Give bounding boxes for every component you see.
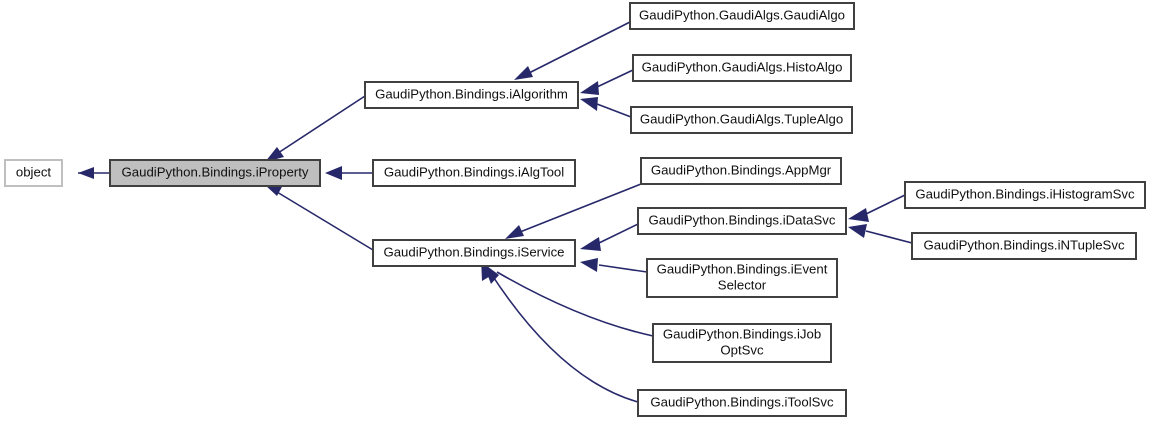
edge-line [489,271,639,403]
arrowhead-icon [580,237,601,251]
class-node-box[interactable] [630,106,853,134]
edge-line [596,103,632,118]
class-node-label: GaudiPython.Bindings.iProperty [122,164,309,179]
class-node-ihistogramsvc[interactable]: GaudiPython.Bindings.iHistogramSvc [904,181,1146,209]
class-node-box[interactable] [637,389,847,417]
edge-line [519,183,642,233]
arrowhead-icon [848,224,867,238]
arrowhead-icon [265,147,284,162]
class-node-box[interactable] [904,181,1146,209]
class-node-box[interactable] [646,258,838,298]
class-node-label: GaudiPython.Bindings.AppMgr [651,162,832,177]
class-node-tuplealgo[interactable]: GaudiPython.GaudiAlgs.TupleAlgo [630,106,853,134]
arrowhead-icon [325,166,342,180]
inheritance-edge [580,69,634,95]
class-node-box[interactable] [629,2,855,30]
class-node-iproperty[interactable]: GaudiPython.Bindings.iProperty [109,159,321,187]
class-node-histoalgo[interactable]: GaudiPython.GaudiAlgs.HistoAlgo [632,54,852,82]
inheritance-edge [514,21,631,80]
arrowhead-icon [78,167,94,179]
class-node-intuplesvc[interactable]: GaudiPython.Bindings.iNTupleSvc [911,232,1137,260]
inheritance-edge [848,194,906,222]
class-node-label: GaudiPython.Bindings.iAlgorithm [375,86,568,101]
inheritance-edge [580,258,648,273]
class-node-ialgorithm[interactable]: GaudiPython.Bindings.iAlgorithm [364,81,579,109]
class-node-label: GaudiPython.Bindings.iToolSvc [650,394,834,409]
edge-line [598,223,639,244]
edge-line [496,271,654,337]
arrowhead-icon [505,225,524,239]
class-node-label: GaudiPython.Bindings.iDataSvc [649,212,836,227]
class-node-label: GaudiPython.Bindings.iNTupleSvc [923,237,1125,252]
inheritance-edge [325,166,373,180]
class-node-box[interactable] [372,159,576,187]
class-node-box[interactable] [637,207,847,235]
edge-line [598,264,648,273]
arrowhead-icon [580,258,598,272]
inheritance-edge [505,183,642,239]
class-node-box[interactable] [109,159,321,187]
class-node-object[interactable]: object [4,159,63,187]
inheritance-edge [265,95,366,162]
class-node-label: OptSvc [720,342,764,357]
class-node-box[interactable] [911,232,1137,260]
arrowhead-icon [580,97,598,111]
inheritance-edge [848,224,913,244]
class-node-box[interactable] [372,239,576,267]
inheritance-edge [580,97,632,118]
arrowhead-icon [265,185,283,196]
class-node-gaudialgo[interactable]: GaudiPython.GaudiAlgs.GaudiAlgo [629,2,855,30]
inheritance-edge [580,223,639,251]
class-node-box[interactable] [640,157,842,185]
class-node-appmgr[interactable]: GaudiPython.Bindings.AppMgr [640,157,842,185]
inheritance-edge [481,258,639,403]
edge-line [865,194,906,215]
arrowhead-icon [580,81,599,95]
class-node-label: GaudiPython.GaudiAlgs.TupleAlgo [640,111,843,126]
inheritance-edge [78,167,110,179]
class-node-idatasvc[interactable]: GaudiPython.Bindings.iDataSvc [637,207,847,235]
edge-line [596,69,634,88]
arrowhead-icon [848,208,869,222]
class-node-itoolsvc[interactable]: GaudiPython.Bindings.iToolSvc [637,389,847,417]
class-node-label: Selector [718,277,767,292]
edge-line [865,230,913,244]
class-node-box[interactable] [4,159,63,187]
class-node-label: GaudiPython.GaudiAlgs.GaudiAlgo [639,7,845,22]
class-node-box[interactable] [364,81,579,109]
edge-line [274,95,366,156]
class-node-label: object [16,164,52,179]
class-node-label: GaudiPython.GaudiAlgs.HistoAlgo [642,59,843,74]
class-node-label: GaudiPython.Bindings.iEvent [657,261,828,276]
class-node-label: GaudiPython.Bindings.iHistogramSvc [915,186,1135,201]
inheritance-edge [265,185,374,251]
edge-line [276,191,374,251]
class-node-label: GaudiPython.Bindings.iService [383,244,564,259]
class-node-box[interactable] [632,54,852,82]
arrowhead-icon [514,66,533,80]
class-node-iservice[interactable]: GaudiPython.Bindings.iService [372,239,576,267]
class-node-label: GaudiPython.Bindings.iAlgTool [384,164,564,179]
edges-layer [78,21,913,403]
class-node-box[interactable] [652,323,832,363]
class-node-ialgtool[interactable]: GaudiPython.Bindings.iAlgTool [372,159,576,187]
class-node-label: GaudiPython.Bindings.iJob [663,326,821,341]
edge-line [528,21,631,74]
